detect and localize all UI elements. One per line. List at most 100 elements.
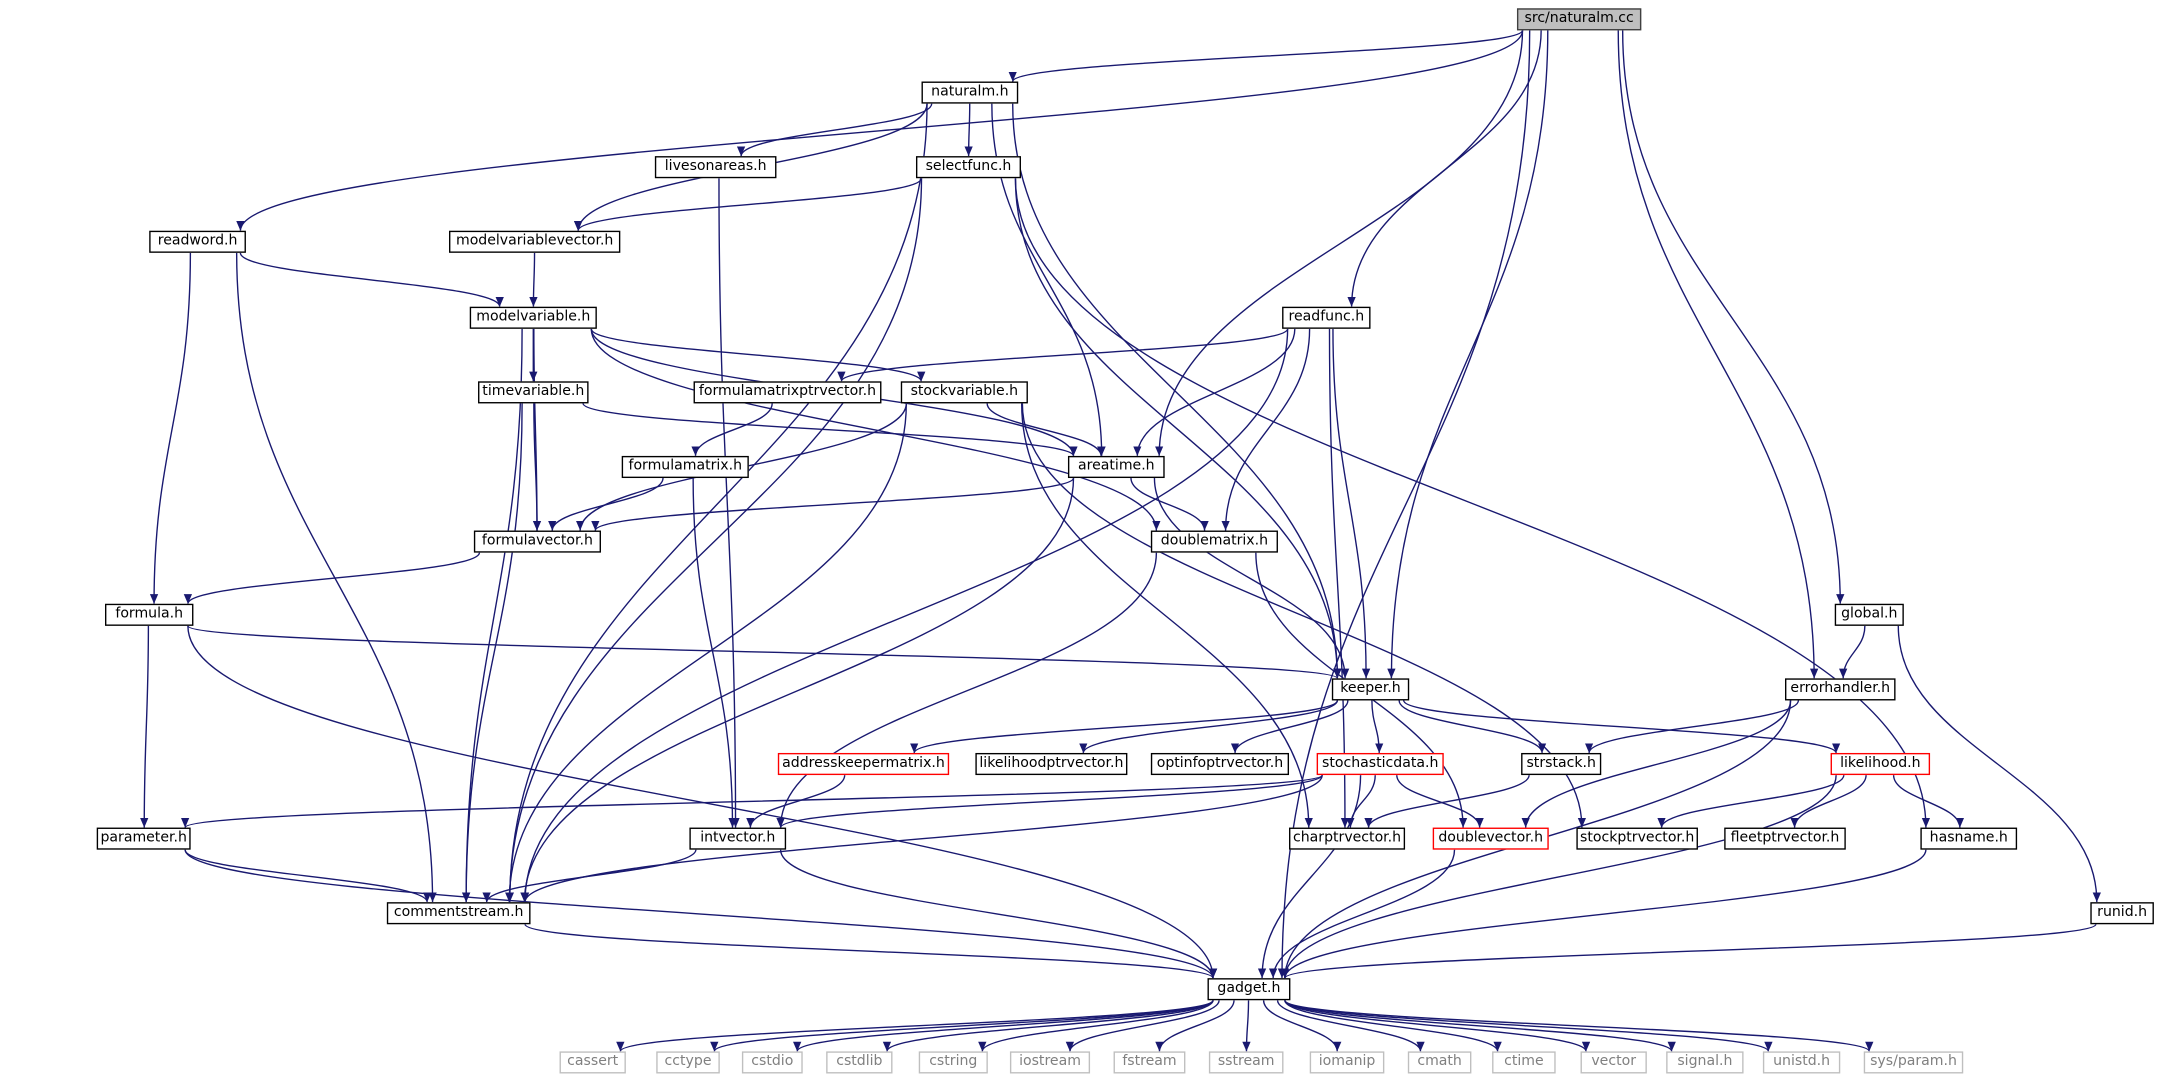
node-readfunc-h[interactable]: readfunc.h <box>1282 306 1371 329</box>
node-formulamatrix-h[interactable]: formulamatrix.h <box>621 455 749 479</box>
edge-stochasticdata-h-to-intvector-h <box>776 774 1323 829</box>
edge-gadget-h-to-fstream <box>1155 1000 1235 1052</box>
edge-naturalm-h-to-livesonareas-h <box>737 103 933 157</box>
node-sys-param-h: sys/param.h <box>1863 1051 1964 1074</box>
edge-gadget-h-to-sstream <box>1242 1000 1251 1052</box>
edge-stochasticdata-h-to-gadget-h <box>1257 775 1362 979</box>
edge-selectfunc-h-to-commentstream-h <box>505 178 923 903</box>
edge-keeper-h-to-stochasticdata-h <box>1371 700 1384 753</box>
node-stockvariable-h[interactable]: stockvariable.h <box>900 381 1028 404</box>
node-unistd-h: unistd.h <box>1762 1051 1841 1074</box>
edge-naturalm-h-to-commentstream-h <box>505 103 928 903</box>
node-naturalm-h[interactable]: naturalm.h <box>921 81 1019 104</box>
edge-stochasticdata-h-to-charptrvector-h <box>1346 775 1376 828</box>
edge-readfunc-h-to-charptrvector-h <box>1328 328 1350 828</box>
edge-timevariable-h-to-areatime-h <box>582 402 1078 457</box>
edge-selectfunc-h-to-hasname-h <box>1014 178 1931 828</box>
edge-commentstream-h-to-gadget-h <box>524 923 1217 979</box>
node-addresskeepermatrix-h[interactable]: addresskeepermatrix.h <box>777 752 950 776</box>
node-parameter-h[interactable]: parameter.h <box>96 827 191 850</box>
node-livesonareas-h[interactable]: livesonareas.h <box>654 156 777 179</box>
edge-hasname-h-to-gadget-h <box>1280 849 1927 979</box>
edge-stochasticdata-h-to-doublevector-h <box>1396 774 1484 828</box>
edge-stockvariable-h-to-charptrvector-h <box>1020 403 1313 828</box>
node-doublematrix-h[interactable]: doublematrix.h <box>1150 530 1278 553</box>
edge-strstack-h-to-charptrvector-h <box>1364 774 1530 828</box>
edge-gadget-h-to-ctime <box>1284 999 1502 1052</box>
node-fleetptrvector-h[interactable]: fleetptrvector.h <box>1724 827 1846 850</box>
edge-timevariable-h-to-commentstream-h <box>462 403 523 903</box>
node-modelvariablevector-h[interactable]: modelvariablevector.h <box>449 230 621 253</box>
node-doublevector-h[interactable]: doublevector.h <box>1432 827 1549 850</box>
edge-gadget-h-to-cstdio <box>793 999 1214 1053</box>
edge-stochasticdata-h-to-commentstream-h <box>520 774 1323 903</box>
edge-gadget-h-to-iomanip <box>1262 1000 1342 1052</box>
edge-runid-h-to-gadget-h <box>1281 923 2097 979</box>
node-global-h[interactable]: global.h <box>1834 603 1904 626</box>
edge-keeper-h-to-likelihood-h <box>1402 699 1841 754</box>
node-formulamatrixptrvector-h[interactable]: formulamatrixptrvector.h <box>693 381 882 404</box>
edge-keeper-h-to-strstack-h <box>1398 700 1547 754</box>
edge-gadget-h-to-cassert <box>616 999 1214 1053</box>
edge-src-naturalm-cc-to-areatime-h <box>1155 30 1524 456</box>
node-iomanip: iomanip <box>1309 1051 1385 1074</box>
edge-keeper-h-to-likelihoodptrvector-h <box>1079 700 1339 754</box>
edge-gadget-h-to-cmath <box>1276 1000 1425 1052</box>
edge-areatime-h-to-keeper-h <box>1153 478 1350 679</box>
edge-formulamatrix-h-to-intvector-h <box>692 478 737 828</box>
edge-modelvariable-h-to-stockvariable-h <box>590 328 926 382</box>
edge-areatime-h-to-commentstream-h <box>520 478 1075 903</box>
edge-readword-h-to-formula-h <box>149 252 192 604</box>
edge-intvector-h-to-commentstream-h <box>482 849 697 903</box>
node-commentstream-h[interactable]: commentstream.h <box>386 902 531 925</box>
edge-selectfunc-h-to-keeper-h <box>1014 178 1342 679</box>
edge-formula-h-to-parameter-h <box>140 625 150 828</box>
node-iostream: iostream <box>1009 1051 1091 1074</box>
node-stockptrvector-h[interactable]: stockptrvector.h <box>1576 827 1698 850</box>
node-readword-h[interactable]: readword.h <box>149 230 246 253</box>
node-cmath: cmath <box>1407 1051 1472 1074</box>
edge-parameter-h-to-commentstream-h <box>184 849 432 903</box>
node-modelvariable-h[interactable]: modelvariable.h <box>469 306 597 329</box>
node-hasname-h[interactable]: hasname.h <box>1920 827 2018 850</box>
node-likelihood-h[interactable]: likelihood.h <box>1830 752 1931 776</box>
node-likelihoodptrvector-h[interactable]: likelihoodptrvector.h <box>975 752 1128 776</box>
edge-readfunc-h-to-areatime-h <box>1133 328 1296 456</box>
edge-timevariable-h-to-formulavector-h <box>532 403 542 531</box>
edge-readfunc-h-to-formulamatrixptrvector-h <box>837 328 1289 382</box>
node-intvector-h[interactable]: intvector.h <box>689 827 787 850</box>
node-selectfunc-h[interactable]: selectfunc.h <box>915 156 1021 179</box>
node-stochasticdata-h[interactable]: stochasticdata.h <box>1316 752 1444 776</box>
node-runid-h[interactable]: runid.h <box>2090 902 2154 925</box>
edge-readfunc-h-to-doublematrix-h <box>1221 328 1311 531</box>
edge-naturalm-h-to-selectfunc-h <box>964 103 973 157</box>
node-errorhandler-h[interactable]: errorhandler.h <box>1785 678 1896 701</box>
edge-gadget-h-to-cstdlib <box>882 999 1214 1052</box>
edge-gadget-h-to-sys-param-h <box>1284 999 1874 1053</box>
edge-src-naturalm-cc-to-errorhandler-h <box>1617 30 1819 679</box>
edge-stochasticdata-h-to-parameter-h <box>181 774 1323 829</box>
edge-modelvariable-h-to-doublematrix-h <box>590 328 1161 531</box>
node-timevariable-h[interactable]: timevariable.h <box>478 381 589 404</box>
edge-gadget-h-to-unistd-h <box>1284 999 1773 1053</box>
node-strstack-h[interactable]: strstack.h <box>1521 752 1602 776</box>
edge-keeper-h-to-optinfoptrvector-h <box>1230 700 1349 754</box>
edge-readword-h-to-modelvariable-h <box>239 252 504 307</box>
node-fstream: fstream <box>1113 1051 1186 1074</box>
edge-modelvariable-h-to-commentstream-h <box>462 328 523 903</box>
edge-formula-h-to-keeper-h <box>187 625 1342 679</box>
node-charptrvector-h[interactable]: charptrvector.h <box>1289 827 1406 850</box>
node-keeper-h[interactable]: keeper.h <box>1331 678 1410 701</box>
edge-errorhandler-h-to-doublevector-h <box>1521 700 1792 828</box>
node-gadget-h[interactable]: gadget.h <box>1207 978 1291 1001</box>
node-areatime-h[interactable]: areatime.h <box>1067 455 1165 479</box>
edge-src-naturalm-cc-to-readword-h <box>236 30 1524 231</box>
edge-src-naturalm-cc-to-naturalm-h <box>1008 29 1524 83</box>
edge-readfunc-h-to-keeper-h <box>1332 328 1371 679</box>
node-formulavector-h[interactable]: formulavector.h <box>473 530 601 553</box>
edge-addresskeepermatrix-h-to-intvector-h <box>746 774 846 828</box>
edge-intvector-h-to-gadget-h <box>779 849 1218 979</box>
node-formula-h[interactable]: formula.h <box>105 603 194 626</box>
node-optinfoptrvector-h[interactable]: optinfoptrvector.h <box>1150 752 1290 776</box>
